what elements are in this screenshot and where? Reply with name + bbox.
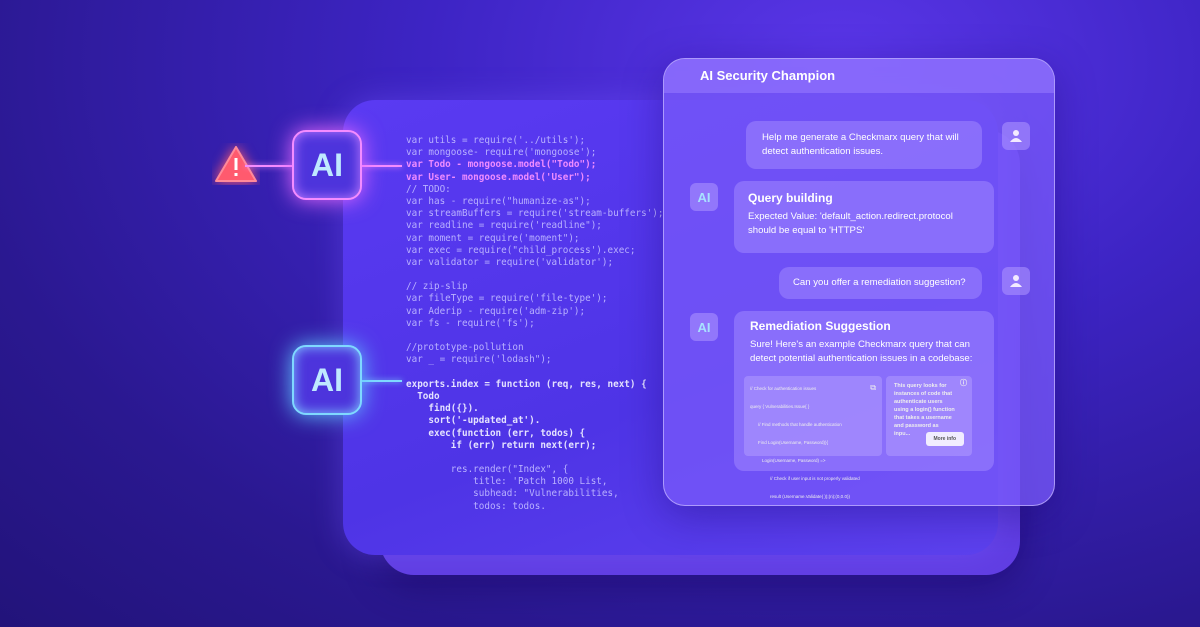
code-line: sort('-updated_at'). <box>406 415 541 427</box>
code-line: var fs - require('fs'); <box>406 317 535 329</box>
warning-icon <box>215 146 257 182</box>
query-code-card: // Check for authentication issues query … <box>744 376 882 499</box>
code-line: if (err) return next(err); <box>406 439 597 451</box>
user-message: Help me generate a Checkmarx query that … <box>746 121 982 169</box>
code-line: var has - require("humanize-as"); <box>406 195 591 207</box>
user-message: Can you offer a remediation suggestion? <box>779 267 982 299</box>
ai-avatar: AI <box>690 313 718 341</box>
code-listing: var utils = require('../utils');var mong… <box>406 135 663 513</box>
code-line <box>406 452 663 464</box>
code-line: var _ = require('lodash"); <box>406 354 552 366</box>
ai-message: Remediation Suggestion Sure! Here's an e… <box>734 311 994 499</box>
code-line: find({}). <box>406 403 479 415</box>
message-text: Sure! Here's an example Checkmarx query … <box>750 339 973 364</box>
code-line: title: 'Patch 1000 List, <box>406 476 608 488</box>
snippet-line: query { Vulnerabilities.Issue{ } <box>750 404 810 409</box>
code-line: Todo <box>406 390 440 402</box>
chat-window: AI Security Champion Help me generate a … <box>663 58 1055 506</box>
more-info-button[interactable]: More info <box>925 432 964 446</box>
ai-badge: AI <box>292 345 362 415</box>
user-avatar-icon <box>1002 267 1030 295</box>
snippet-line: Login(Username, Password) => <box>762 458 826 463</box>
ai-message: Query building Expected Value: 'default_… <box>734 181 994 253</box>
code-line: var Todo - mongoose.model("Todo"); <box>406 159 597 171</box>
code-line: //prototype-pollution <box>406 342 524 354</box>
code-line: var exec = require("child_process').exec… <box>406 244 636 256</box>
copy-icon[interactable]: ⧉ <box>870 383 876 392</box>
code-line: var User- mongoose.model('User"); <box>406 171 591 183</box>
chat-title: AI Security Champion <box>664 59 1054 93</box>
snippet-line: // Check if user input is not properly v… <box>770 476 860 481</box>
code-line: var fileType = require('file-type'); <box>406 293 608 305</box>
snippet-line: result (Username.Validate( ));(n);(0,0.0… <box>770 494 850 499</box>
code-line: // TODO: <box>406 183 451 195</box>
code-line: var mongoose- require('mongoose'); <box>406 147 597 159</box>
connector-line <box>362 380 402 382</box>
code-line: todos: todos. <box>406 500 546 512</box>
code-line: exec(function (err, todos) { <box>406 427 586 439</box>
connector-line <box>245 165 293 167</box>
code-line: var utils = require('../utils'); <box>406 135 586 146</box>
code-line <box>406 269 663 281</box>
code-line: var readline = require('readline"); <box>406 220 602 232</box>
user-avatar-icon <box>1002 122 1030 150</box>
message-text: Expected Value: 'default_action.redirect… <box>748 211 953 236</box>
info-icon[interactable]: ⓘ <box>960 380 967 387</box>
message-title: Remediation Suggestion <box>750 319 891 333</box>
code-line: var moment = require('moment"); <box>406 232 580 244</box>
code-line: var streamBuffers = require('stream-buff… <box>406 208 664 220</box>
code-line: var Aderip - require('adm-zip'); <box>406 305 586 317</box>
code-line <box>406 367 663 379</box>
code-line: // zip-slip <box>406 281 468 293</box>
snippet-line: // Find methods that handle authenticati… <box>758 422 842 427</box>
connector-line <box>362 165 402 167</box>
code-line <box>406 330 663 342</box>
code-line: var validator = require('validator'); <box>406 256 614 268</box>
ai-avatar: AI <box>690 183 718 211</box>
message-title: Query building <box>748 191 833 205</box>
ai-badge-alert: AI <box>292 130 362 200</box>
code-line: subhead: "Vulnerabilities, <box>406 488 619 500</box>
snippet-line: // Check for authentication issues <box>750 386 817 391</box>
info-text: This query looks for instances of code t… <box>894 383 955 437</box>
query-info-card: This query looks for instances of code t… <box>886 376 972 456</box>
code-line: res.render("Index", { <box>406 464 569 476</box>
code-line: exports.index = function (req, res, next… <box>406 378 647 390</box>
snippet-line: Find Login(Username, Password)){ <box>758 440 829 445</box>
